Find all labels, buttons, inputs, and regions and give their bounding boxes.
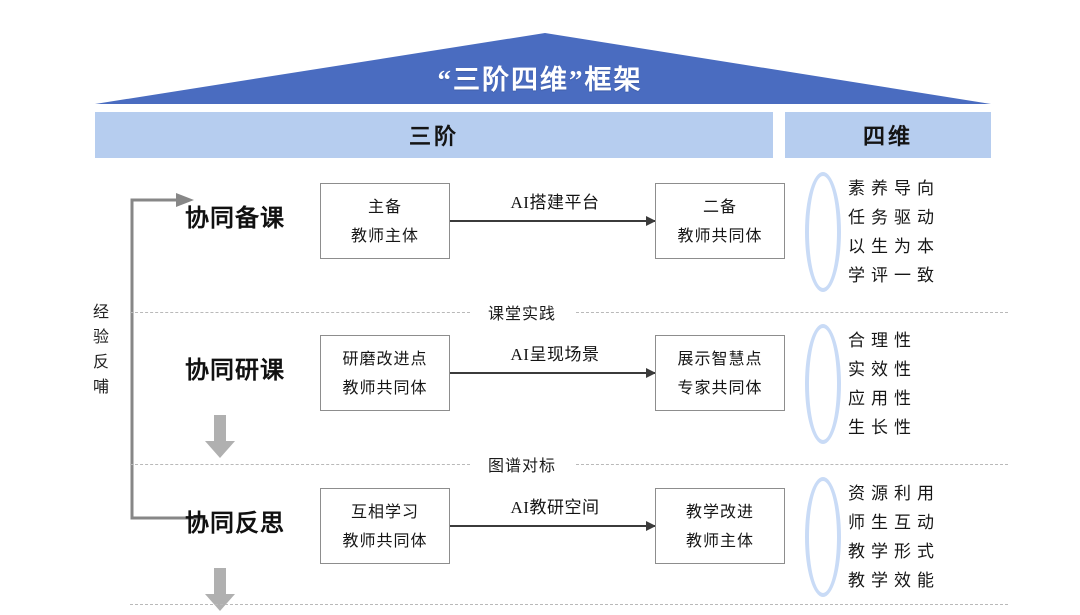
stage-0-connector-label: AI搭建平台 [510, 193, 600, 212]
stage-2-left-box-line2: 教师共同体 [342, 533, 428, 550]
stage-1-right-box[interactable]: 展示智慧点 专家共同体 [655, 335, 785, 411]
stage-2-ellipse-icon [805, 477, 841, 597]
stage-2-connector-label: AI教研空间 [510, 498, 600, 517]
stage-2-dimensions: 资源利用 师生互动 教学形式 教学效能 [848, 479, 988, 595]
divider-0-dash-right [576, 312, 1008, 313]
dimension-item: 教学效能 [848, 571, 940, 590]
band-four-dimensions: 四维 [785, 112, 991, 158]
stage-1-left-box-line2: 教师共同体 [342, 380, 428, 397]
dimension-item: 教学形式 [848, 542, 940, 561]
dimension-item: 师生互动 [848, 513, 940, 532]
feedback-loop-arrow-icon [130, 193, 203, 520]
dimension-item: 实效性 [848, 360, 917, 379]
divider-0: 课堂实践 [130, 300, 1008, 324]
divider-1: 图谱对标 [130, 452, 1008, 476]
stage-1-ellipse-icon [805, 324, 841, 444]
stage-1-left-box-line1: 研磨改进点 [342, 351, 428, 368]
stage-2-left-box-line1: 互相学习 [350, 504, 419, 521]
stage-0-connector-arrow-icon [450, 216, 656, 226]
stage-0-right-box-line1: 二备 [702, 199, 737, 216]
stage-2-left-box[interactable]: 互相学习 教师共同体 [320, 488, 450, 564]
roof-triangle-icon [95, 33, 991, 104]
dimension-item: 合理性 [848, 331, 917, 350]
stage-1-right-box-line2: 专家共同体 [677, 380, 763, 397]
dimension-item: 学评一致 [848, 266, 940, 285]
stage-2-right-box[interactable]: 教学改进 教师主体 [655, 488, 785, 564]
stage-1-connector-arrow-icon [450, 368, 656, 378]
stage-0-dimensions: 素养导向 任务驱动 以生为本 学评一致 [848, 174, 988, 290]
divider-0-label: 课堂实践 [480, 300, 565, 324]
stage-0-ellipse-icon [805, 172, 841, 292]
divider-0-dash-left [130, 312, 470, 313]
divider-1-dash-left [130, 464, 470, 465]
divider-1-dash-right [576, 464, 1008, 465]
band-three-stages: 三阶 [95, 112, 773, 158]
dimension-item: 以生为本 [848, 237, 940, 256]
dimension-item: 生长性 [848, 418, 917, 437]
stage-1-right-box-line1: 展示智慧点 [677, 351, 763, 368]
feedback-loop-label: 经验反哺 [92, 304, 109, 396]
dimension-item: 应用性 [848, 389, 917, 408]
stage-1-connector-label: AI呈现场景 [510, 345, 600, 364]
stage-0-right-box-line2: 教师共同体 [677, 228, 763, 245]
band-four-dimensions-label: 四维 [862, 124, 913, 149]
divider-1-label: 图谱对标 [480, 452, 565, 476]
roof-banner: “三阶四维”框架 [0, 0, 1080, 110]
stage-row: 协同研课 研磨改进点 教师共同体 AI呈现场景 展示智慧点 专家共同体 合理性 … [0, 324, 1080, 444]
page-title: “三阶四维”框架 [437, 65, 643, 95]
stage-0-left-box-line2: 教师主体 [350, 228, 419, 245]
stage-title-2: 协同反思 [185, 511, 285, 537]
stage-row: 协同反思 互相学习 教师共同体 AI教研空间 教学改进 教师主体 资源利用 师生… [0, 477, 1080, 597]
stage-title-0: 协同备课 [185, 206, 285, 232]
stage-2-right-box-line1: 教学改进 [685, 504, 754, 521]
band-three-stages-label: 三阶 [408, 124, 459, 149]
stage-title-1: 协同研课 [185, 358, 285, 384]
dimension-item: 资源利用 [848, 484, 940, 503]
diagram-body: 经验反哺 协同备课 主备 教师主体 AI搭建平台 二备 教师共同体 素养导向 任… [0, 160, 1080, 615]
stage-2-connector-arrow-icon [450, 521, 656, 531]
down-arrow-icon [205, 568, 235, 611]
stage-1-left-box[interactable]: 研磨改进点 教师共同体 [320, 335, 450, 411]
stage-0-left-box[interactable]: 主备 教师主体 [320, 183, 450, 259]
divider-2-dash [130, 604, 1008, 605]
stage-1-dimensions: 合理性 实效性 应用性 生长性 [848, 326, 988, 442]
dimension-item: 任务驱动 [848, 208, 940, 227]
down-arrow-icon [205, 415, 235, 458]
stage-row: 协同备课 主备 教师主体 AI搭建平台 二备 教师共同体 素养导向 任务驱动 以… [0, 172, 1080, 292]
divider-2 [130, 597, 1008, 611]
dimension-item: 素养导向 [848, 179, 940, 198]
stage-0-right-box[interactable]: 二备 教师共同体 [655, 183, 785, 259]
stage-0-left-box-line1: 主备 [367, 199, 402, 216]
stage-2-right-box-line2: 教师主体 [685, 533, 754, 550]
